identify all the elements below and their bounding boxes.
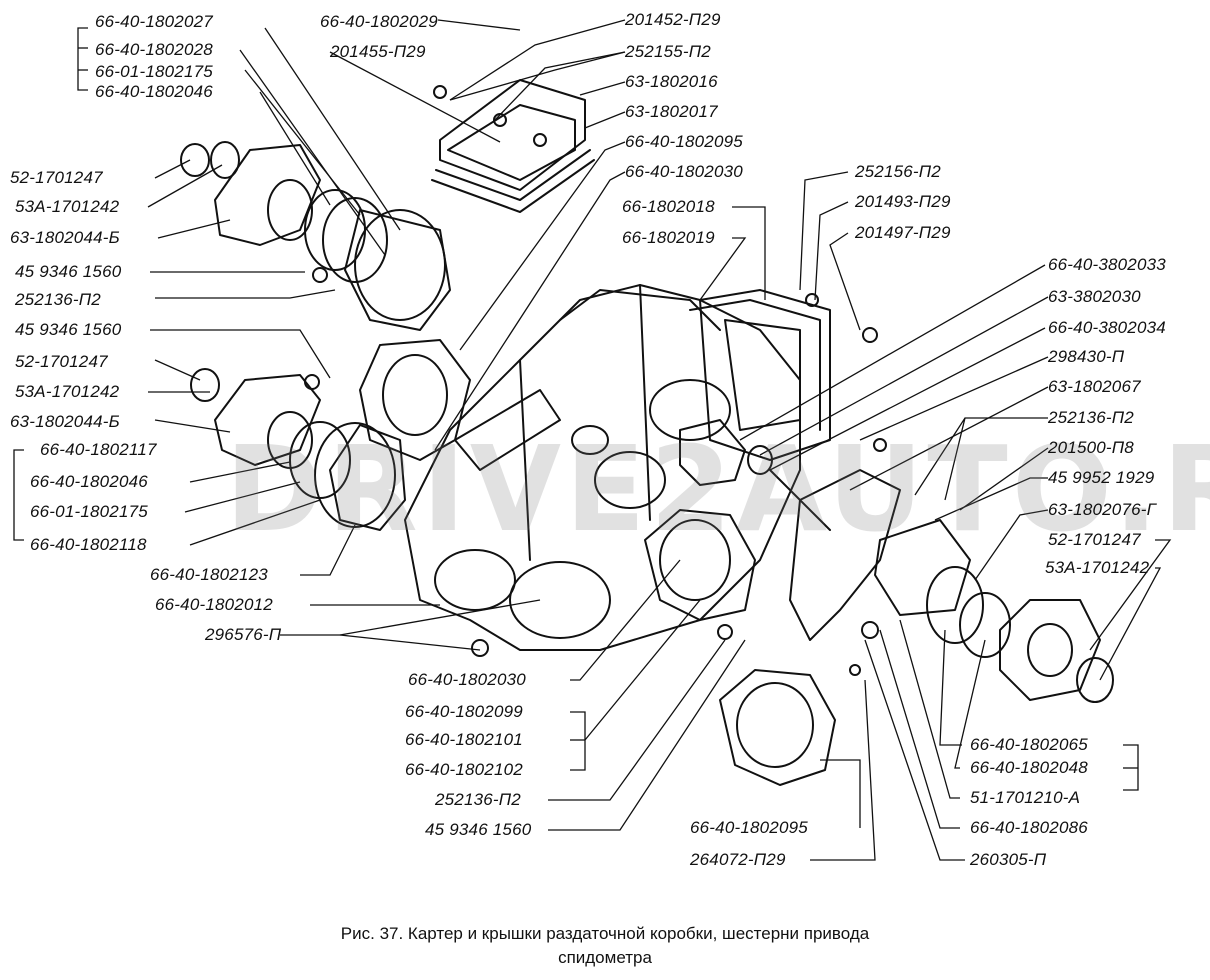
part-label: 252156-П2 <box>855 162 941 181</box>
part-label: 66-01-1802175 <box>95 62 213 81</box>
exploded-view-diagram <box>13 19 1172 861</box>
side-cover-plate <box>699 289 831 461</box>
watermark: DRIVE2AUTO.RU <box>225 420 1210 558</box>
part-label: 66-40-1802030 <box>625 162 743 181</box>
part-label: 45 9346 1560 <box>425 820 532 839</box>
rear-flange <box>999 599 1101 701</box>
part-label: 66-40-1802101 <box>405 730 523 749</box>
caption-line-2: спидометра <box>558 948 652 967</box>
upper-flange <box>214 144 321 246</box>
part-label: 63-1802044-Б <box>10 228 120 247</box>
part-label: 66-1802019 <box>622 228 715 247</box>
figure-caption: Рис. 37. Картер и крышки раздаточной кор… <box>0 922 1210 970</box>
caption-line-1: Рис. 37. Картер и крышки раздаточной кор… <box>340 924 870 943</box>
part-label: 45 9346 1560 <box>15 262 122 281</box>
part-label: 296576-П <box>205 625 282 644</box>
part-label: 66-40-1802099 <box>405 702 523 721</box>
part-label: 66-40-1802102 <box>405 760 523 779</box>
part-label: 52-1701247 <box>15 352 108 371</box>
part-label: 66-40-1802065 <box>970 735 1088 754</box>
part-label: 66-40-1802012 <box>155 595 273 614</box>
part-label: 66-40-1802046 <box>30 472 148 491</box>
part-label: 52-1701247 <box>1048 530 1141 549</box>
part-label: 63-1802076-Г <box>1048 500 1157 519</box>
part-label: 66-40-1802030 <box>408 670 526 689</box>
part-label: 66-40-1802046 <box>95 82 213 101</box>
part-label: 51-1701210-А <box>970 788 1081 807</box>
part-label: 252155-П2 <box>625 42 711 61</box>
part-label: 298430-П <box>1048 347 1125 366</box>
part-label: 264072-П29 <box>690 850 786 869</box>
part-label: 66-40-1802086 <box>970 818 1088 837</box>
part-label: 53А-1701242 <box>1045 558 1150 577</box>
part-label: 66-40-1802048 <box>970 758 1088 777</box>
part-label: 66-40-1802095 <box>625 132 743 151</box>
speedometer-gear <box>679 419 746 486</box>
diagram-drawing <box>13 19 1172 861</box>
part-label: 45 9346 1560 <box>15 320 122 339</box>
part-label: 63-1802016 <box>625 72 718 91</box>
part-label: 201493-П29 <box>855 192 951 211</box>
part-label: 252136-П2 <box>1048 408 1134 427</box>
part-label: 63-1802044-Б <box>10 412 120 431</box>
part-label: 45 9952 1929 <box>1048 468 1155 487</box>
part-label: 66-40-1802027 <box>95 12 213 31</box>
part-label: 63-1802067 <box>1048 377 1141 396</box>
part-label: 201452-П29 <box>625 10 721 29</box>
part-label: 66-40-1802123 <box>150 565 268 584</box>
part-label: 66-40-3802034 <box>1048 318 1166 337</box>
part-label: 66-40-1802028 <box>95 40 213 59</box>
part-label: 66-1802018 <box>622 197 715 216</box>
part-label: 66-40-3802033 <box>1048 255 1166 274</box>
part-label: 252136-П2 <box>435 790 521 809</box>
part-label: 66-01-1802175 <box>30 502 148 521</box>
part-label: 53А-1701242 <box>15 382 120 401</box>
part-label: 52-1701247 <box>10 168 103 187</box>
bearing-cover-front <box>644 509 756 621</box>
part-label: 53А-1701242 <box>15 197 120 216</box>
part-label: 66-40-1802118 <box>30 535 147 554</box>
part-label: 201455-П29 <box>330 42 426 61</box>
part-label: 66-40-1802029 <box>320 12 438 31</box>
part-label: 260305-П <box>970 850 1047 869</box>
transfer-case-housing <box>404 284 801 651</box>
part-label: 66-40-1802095 <box>690 818 808 837</box>
part-label: 63-3802030 <box>1048 287 1141 306</box>
part-label: 201497-П29 <box>855 223 951 242</box>
part-label: 201500-П8 <box>1048 438 1134 457</box>
part-label: 66-40-1802117 <box>40 440 157 459</box>
part-label: 252136-П2 <box>15 290 101 309</box>
part-label: 63-1802017 <box>625 102 718 121</box>
